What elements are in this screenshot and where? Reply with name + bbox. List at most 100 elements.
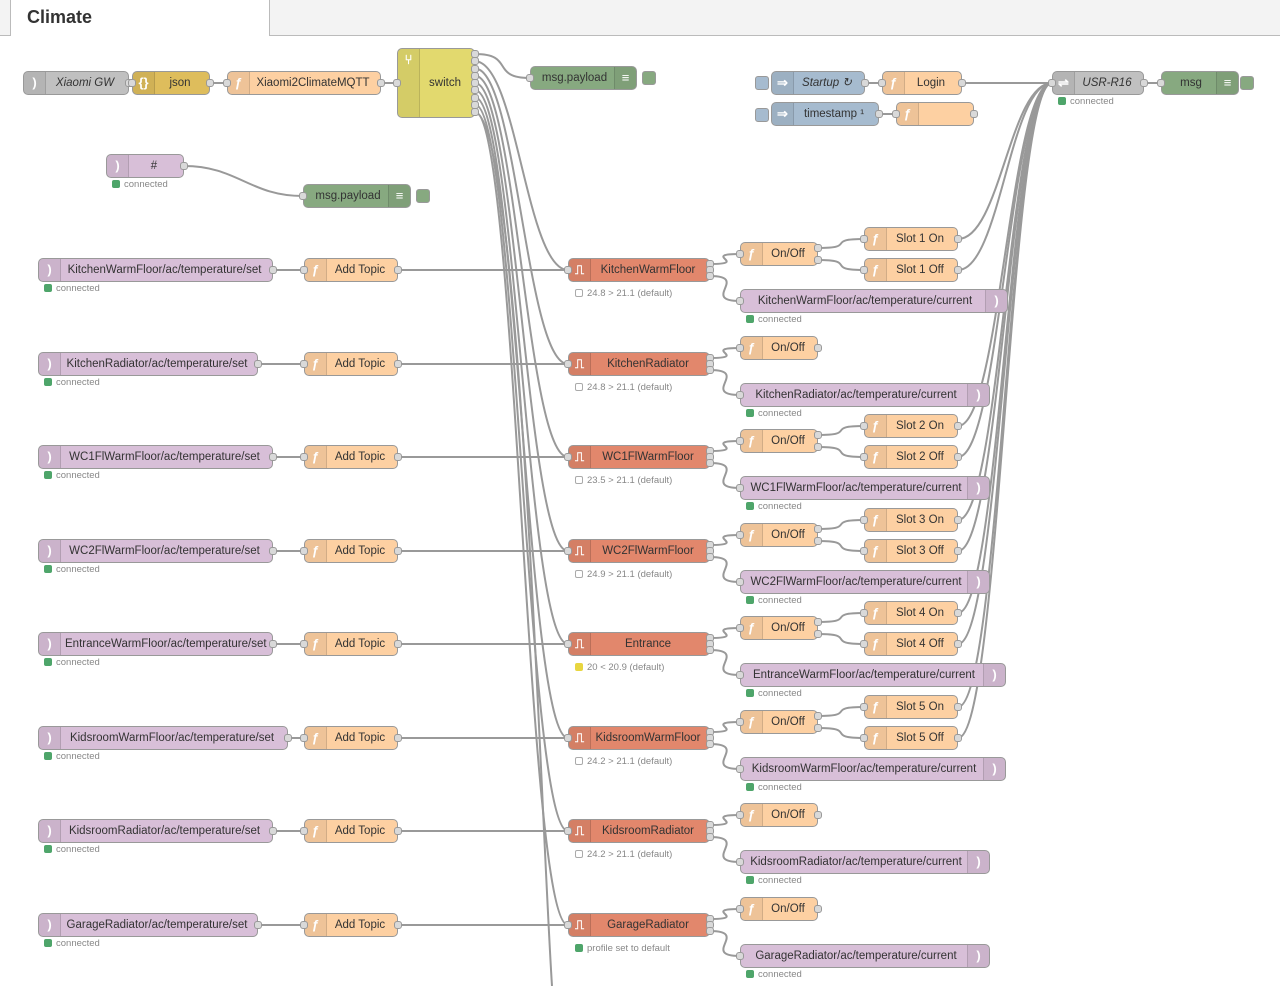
msg-payload-debug-node-2[interactable]: ≡msg.payload <box>303 184 411 208</box>
input-port[interactable] <box>300 921 308 929</box>
output-port[interactable] <box>706 553 714 561</box>
mqtt-out-node[interactable]: )KitchenWarmFloor/ac/temperature/current <box>740 289 1008 313</box>
output-port[interactable] <box>394 360 402 368</box>
input-port[interactable] <box>860 734 868 742</box>
input-port[interactable] <box>564 360 572 368</box>
output-port[interactable] <box>394 827 402 835</box>
mqtt-hash-node[interactable]: )# <box>106 154 184 178</box>
thermostat-node[interactable]: ⎍KitchenWarmFloor <box>568 258 710 282</box>
mqtt-in-node[interactable]: )KidsroomWarmFloor/ac/temperature/set <box>38 726 288 750</box>
input-port[interactable] <box>300 360 308 368</box>
msg-payload-debug-node[interactable]: ≡msg.payload <box>530 66 637 90</box>
input-port[interactable] <box>564 547 572 555</box>
output-port[interactable] <box>377 79 385 87</box>
mqtt-in-node[interactable]: )EntranceWarmFloor/ac/temperature/set <box>38 632 273 656</box>
input-port[interactable] <box>736 858 744 866</box>
input-port[interactable] <box>1157 79 1165 87</box>
input-port[interactable] <box>892 110 900 118</box>
input-port[interactable] <box>736 250 744 258</box>
input-port[interactable] <box>860 266 868 274</box>
mqtt-in-node[interactable]: )GarageRadiator/ac/temperature/set <box>38 913 258 937</box>
output-port[interactable] <box>814 443 822 451</box>
mqtt-out-node[interactable]: )EntranceWarmFloor/ac/temperature/curren… <box>740 663 1006 687</box>
output-port[interactable] <box>814 537 822 545</box>
unnamed-function-node[interactable]: ƒ <box>896 102 974 126</box>
output-port[interactable] <box>1140 79 1148 87</box>
input-port[interactable] <box>736 484 744 492</box>
output-port[interactable] <box>706 459 714 467</box>
input-port[interactable] <box>564 453 572 461</box>
debug-toggle-button[interactable] <box>642 71 656 85</box>
input-port[interactable] <box>736 952 744 960</box>
output-port[interactable] <box>706 272 714 280</box>
output-port[interactable] <box>269 547 277 555</box>
thermostat-node[interactable]: ⎍GarageRadiator <box>568 913 710 937</box>
output-port[interactable] <box>970 110 978 118</box>
input-port[interactable] <box>393 79 401 87</box>
input-port[interactable] <box>860 235 868 243</box>
input-port[interactable] <box>736 624 744 632</box>
input-port[interactable] <box>128 79 136 87</box>
output-port[interactable] <box>861 79 869 87</box>
thermostat-node[interactable]: ⎍KidsroomRadiator <box>568 819 710 843</box>
input-port[interactable] <box>860 516 868 524</box>
output-port[interactable] <box>814 256 822 264</box>
input-port[interactable] <box>1048 79 1056 87</box>
thermostat-node[interactable]: ⎍KitchenRadiator <box>568 352 710 376</box>
mqtt-in-node[interactable]: )WC1FlWarmFloor/ac/temperature/set <box>38 445 273 469</box>
input-port[interactable] <box>860 453 868 461</box>
output-port[interactable] <box>394 640 402 648</box>
output-port[interactable] <box>958 79 966 87</box>
input-port[interactable] <box>300 734 308 742</box>
input-port[interactable] <box>736 718 744 726</box>
output-port[interactable] <box>706 740 714 748</box>
input-port[interactable] <box>299 192 307 200</box>
mqtt-in-node[interactable]: )WC2FlWarmFloor/ac/temperature/set <box>38 539 273 563</box>
timestamp-inject-button[interactable] <box>755 108 769 122</box>
output-port[interactable] <box>254 921 262 929</box>
input-port[interactable] <box>878 79 886 87</box>
output-port[interactable] <box>814 525 822 533</box>
output-port[interactable] <box>706 646 714 654</box>
output-port[interactable] <box>814 724 822 732</box>
output-port[interactable] <box>954 609 962 617</box>
thermostat-node[interactable]: ⎍KidsroomWarmFloor <box>568 726 710 750</box>
input-port[interactable] <box>860 609 868 617</box>
input-port[interactable] <box>300 266 308 274</box>
tab-climate[interactable]: Climate <box>10 0 270 37</box>
output-port[interactable] <box>814 811 822 819</box>
startup-inject-node[interactable]: ⇒Startup ↻ <box>771 71 865 95</box>
input-port[interactable] <box>736 344 744 352</box>
input-port[interactable] <box>736 811 744 819</box>
output-port[interactable] <box>180 162 188 170</box>
input-port[interactable] <box>736 391 744 399</box>
output-port[interactable] <box>269 266 277 274</box>
input-port[interactable] <box>300 827 308 835</box>
input-port[interactable] <box>736 578 744 586</box>
mqtt-out-node[interactable]: )KidsroomRadiator/ac/temperature/current <box>740 850 990 874</box>
input-port[interactable] <box>223 79 231 87</box>
output-port[interactable] <box>954 453 962 461</box>
thermostat-node[interactable]: ⎍WC2FlWarmFloor <box>568 539 710 563</box>
input-port[interactable] <box>736 765 744 773</box>
output-port[interactable] <box>394 266 402 274</box>
output-port[interactable] <box>814 905 822 913</box>
output-port[interactable] <box>706 833 714 841</box>
output-port[interactable] <box>954 640 962 648</box>
input-port[interactable] <box>736 297 744 305</box>
xiaomi-gw-node[interactable]: )Xiaomi GW <box>23 71 129 95</box>
